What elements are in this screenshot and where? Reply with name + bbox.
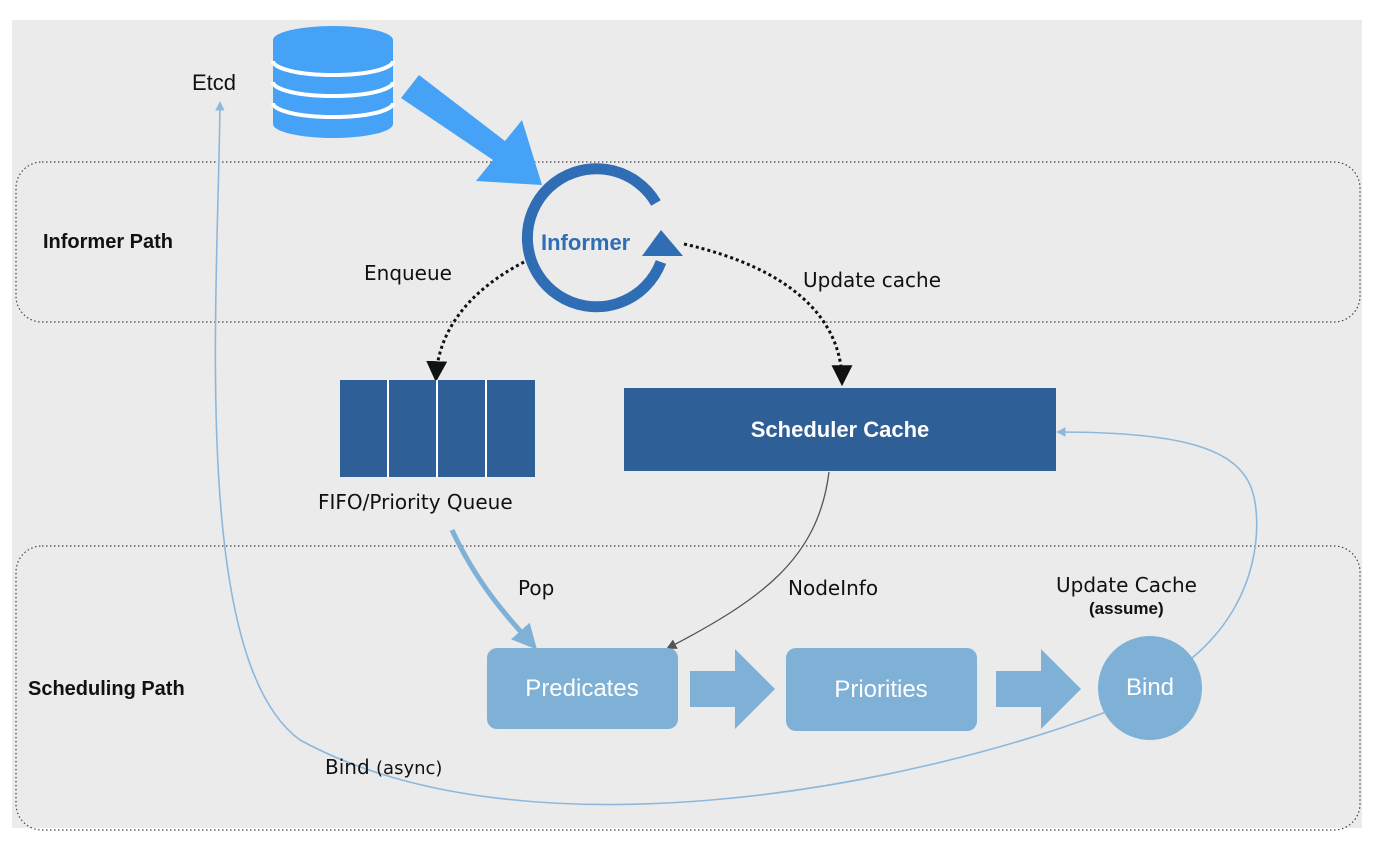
bind-async-arrow bbox=[214, 101, 1107, 806]
predicates-label: Predicates bbox=[525, 675, 639, 702]
queue-icon bbox=[340, 380, 535, 477]
scheduler-cache-box bbox=[624, 388, 1056, 471]
scheduler-cache-label: Scheduler Cache bbox=[750, 417, 930, 442]
assume-label: (assume) bbox=[1089, 599, 1164, 618]
enqueue-arrow bbox=[426, 260, 525, 383]
priorities-to-bind-arrow bbox=[996, 649, 1081, 729]
predicates-to-priorities-arrow bbox=[690, 649, 775, 729]
scheduling-path-label: Scheduling Path bbox=[28, 678, 185, 700]
bind-async-label: Bind (async) bbox=[325, 757, 442, 778]
pop-label: Pop bbox=[518, 576, 555, 600]
etcd-label: Etcd bbox=[192, 70, 237, 95]
priorities-box bbox=[786, 648, 977, 731]
bind-async-main: Bind bbox=[325, 755, 370, 779]
update-cache-arrow bbox=[683, 242, 853, 387]
predicates-box bbox=[487, 648, 678, 729]
informer-label: Informer bbox=[541, 230, 631, 255]
bind-async-paren: (async) bbox=[376, 758, 443, 779]
queue-label: FIFO/Priority Queue bbox=[318, 490, 513, 514]
enqueue-label: Enqueue bbox=[364, 261, 452, 285]
informer-path-label: Informer Path bbox=[43, 231, 174, 253]
nodeinfo-label: NodeInfo bbox=[788, 576, 879, 600]
bind-label: Bind bbox=[1125, 674, 1175, 701]
database-icon bbox=[271, 26, 395, 138]
watch-arrow bbox=[401, 75, 542, 185]
pop-arrow bbox=[449, 528, 538, 650]
priorities-label: Priorities bbox=[834, 676, 928, 703]
circular-arrow-icon bbox=[521, 163, 683, 313]
bind-circle bbox=[1098, 636, 1202, 740]
update-cache-label: Update cache bbox=[803, 268, 942, 292]
scheduling-path-region bbox=[15, 545, 1361, 831]
assume-arrow bbox=[1056, 427, 1258, 659]
nodeinfo-arrow bbox=[666, 471, 830, 649]
update-cache-assume-label: Update Cache bbox=[1056, 573, 1197, 597]
